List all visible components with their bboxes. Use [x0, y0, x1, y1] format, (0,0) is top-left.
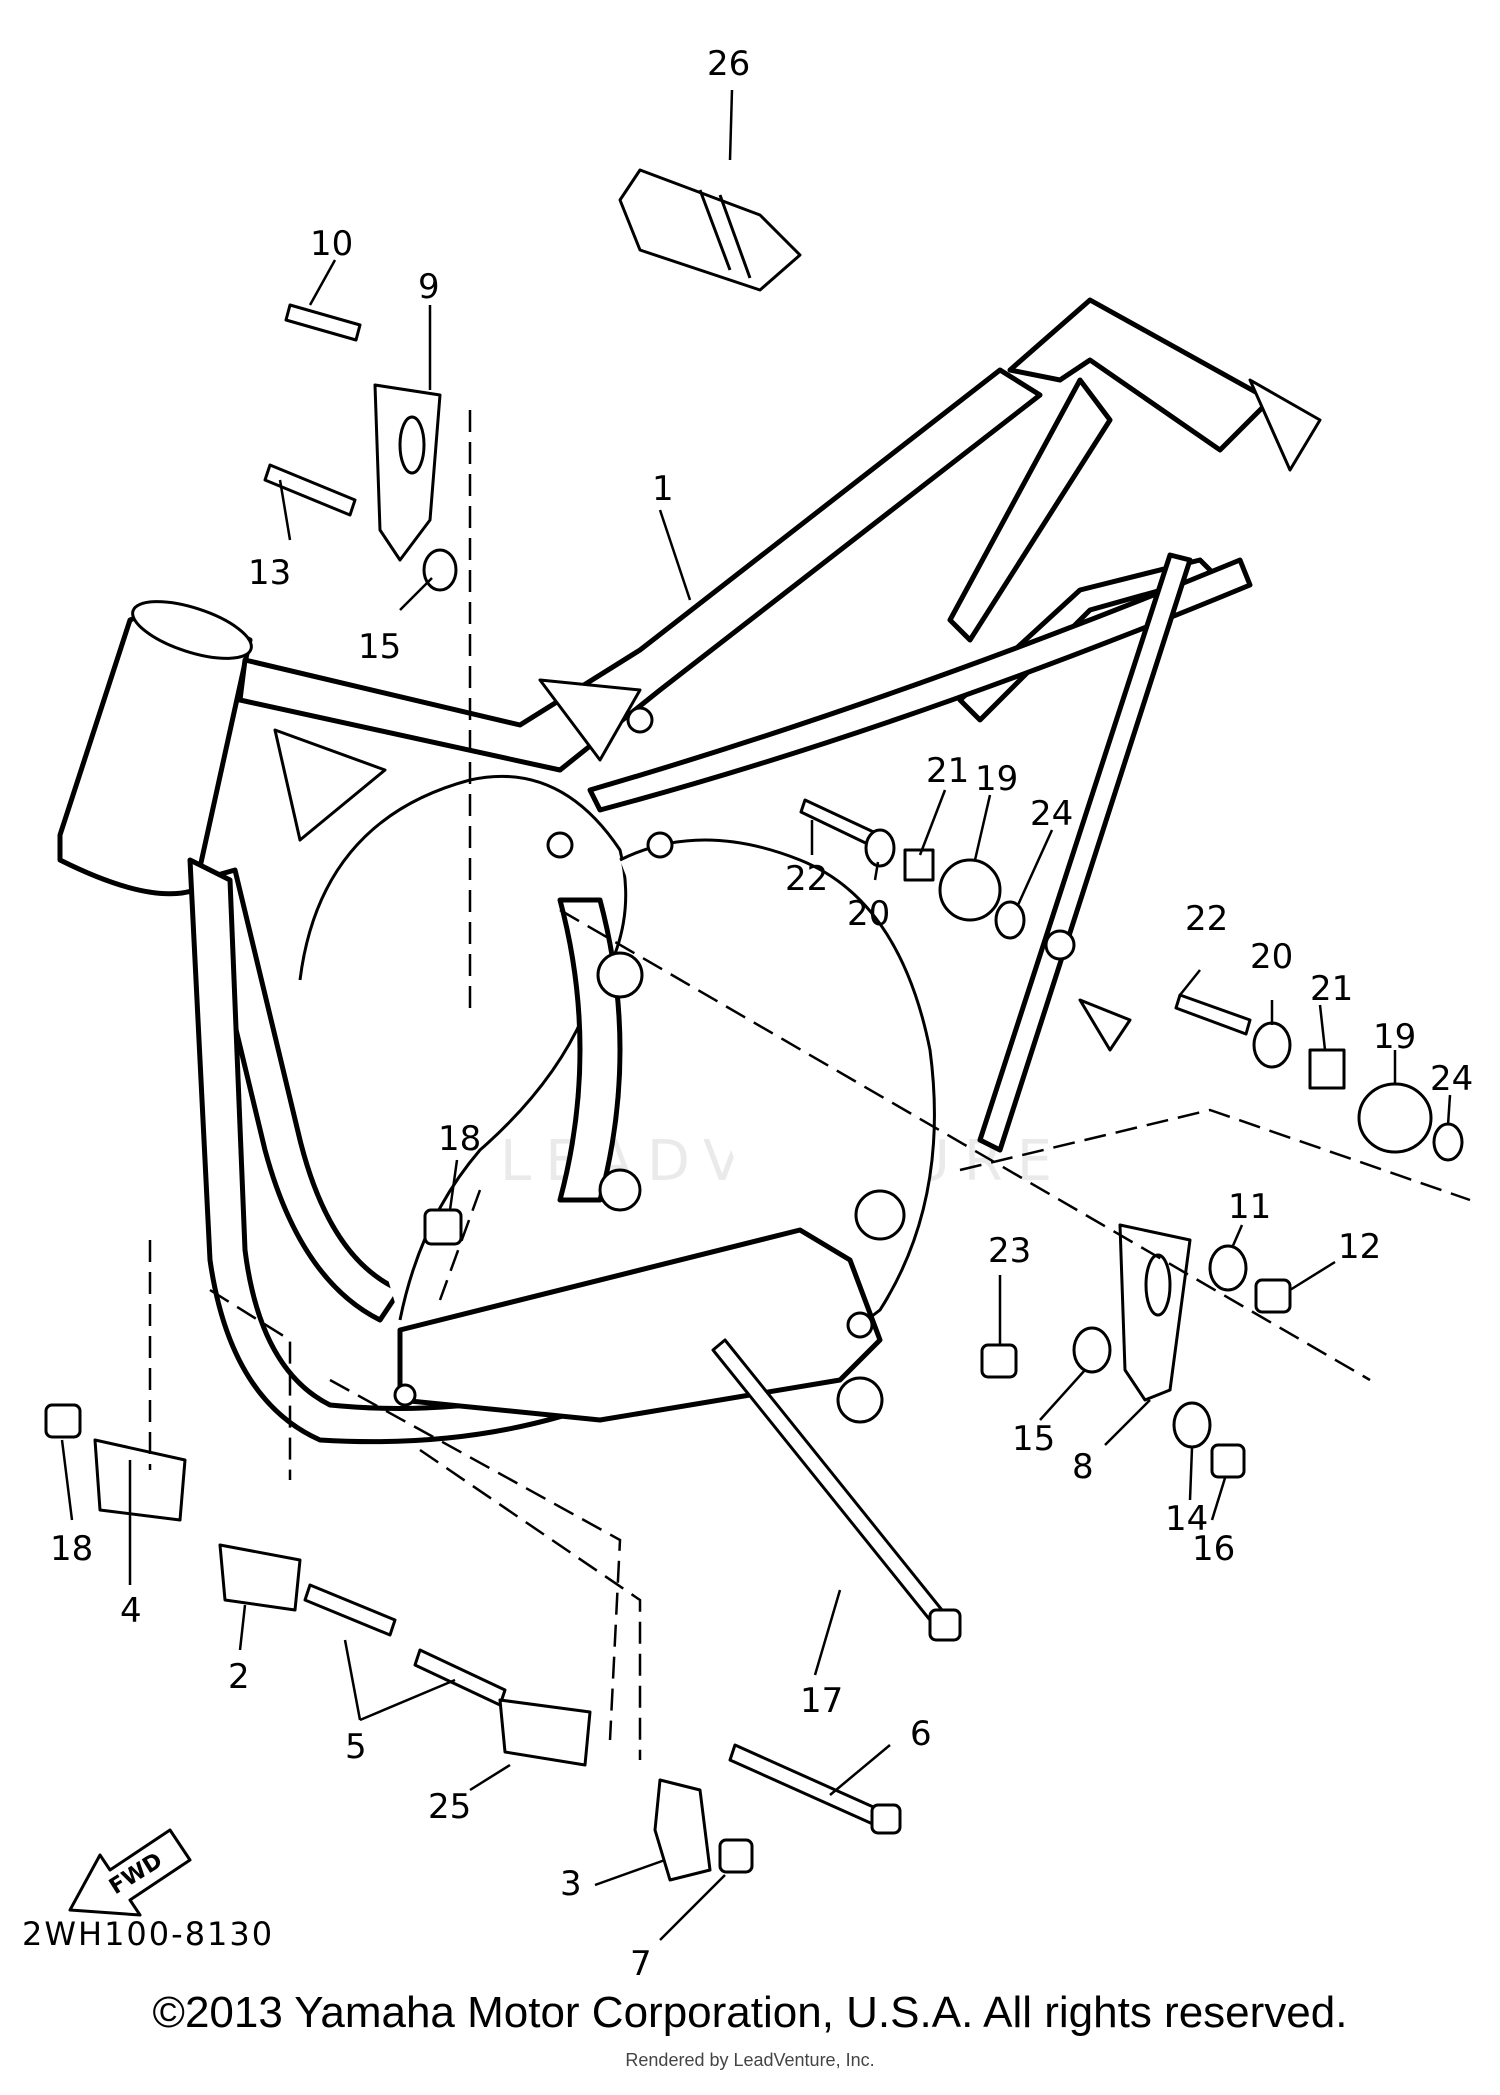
- callout-19b: 19: [1373, 1017, 1416, 1057]
- callout-24a: 24: [1030, 794, 1073, 834]
- main-frame: [57, 297, 1322, 1445]
- callout-20b: 20: [1250, 937, 1293, 977]
- callout-1: 1: [652, 469, 674, 509]
- callout-24b: 24: [1430, 1059, 1473, 1099]
- rendered-by-notice: Rendered by LeadVenture, Inc.: [625, 2050, 875, 2070]
- callout-18a: 18: [438, 1119, 481, 1159]
- callout-6: 6: [910, 1714, 932, 1754]
- callout-22b: 22: [1185, 899, 1228, 939]
- callout-4: 4: [120, 1591, 142, 1631]
- callout-26: 26: [707, 44, 750, 84]
- diagram-reference-code: 2WH100-8130: [22, 1915, 274, 1953]
- fwd-arrow-icon: FWD: [68, 1828, 192, 1917]
- callout-7: 7: [630, 1944, 652, 1984]
- part-26-guard: [618, 168, 802, 292]
- callout-18b: 18: [50, 1529, 93, 1569]
- callout-12: 12: [1338, 1227, 1381, 1267]
- hardware-parts: [44, 303, 1464, 1882]
- callout-21a: 21: [926, 751, 969, 791]
- callout-16: 16: [1192, 1529, 1235, 1569]
- callout-15a: 15: [358, 627, 401, 667]
- callout-19a: 19: [975, 759, 1018, 799]
- callout-20a: 20: [847, 894, 890, 934]
- callout-11: 11: [1228, 1187, 1271, 1227]
- callout-21b: 21: [1310, 969, 1353, 1009]
- callout-17: 17: [800, 1681, 843, 1721]
- callout-25: 25: [428, 1787, 471, 1827]
- callout-15b: 15: [1012, 1419, 1055, 1459]
- callout-10: 10: [310, 224, 353, 264]
- callout-5: 5: [345, 1727, 367, 1767]
- callout-22a: 22: [785, 859, 828, 899]
- callout-9: 9: [418, 267, 440, 307]
- leader-lines: [60, 89, 1452, 1941]
- copyright-notice: ©2013 Yamaha Motor Corporation, U.S.A. A…: [152, 1988, 1348, 2037]
- callout-13: 13: [248, 553, 291, 593]
- alignment-lines: [148, 410, 1471, 1760]
- callout-2: 2: [228, 1657, 250, 1697]
- callout-labels: 26 10 9 13 15 1 22 21 19 20 24 22 20 21 …: [50, 44, 1473, 1984]
- callout-14: 14: [1165, 1499, 1208, 1539]
- callout-8: 8: [1072, 1447, 1094, 1487]
- callout-3: 3: [560, 1864, 582, 1904]
- callout-23: 23: [988, 1231, 1031, 1271]
